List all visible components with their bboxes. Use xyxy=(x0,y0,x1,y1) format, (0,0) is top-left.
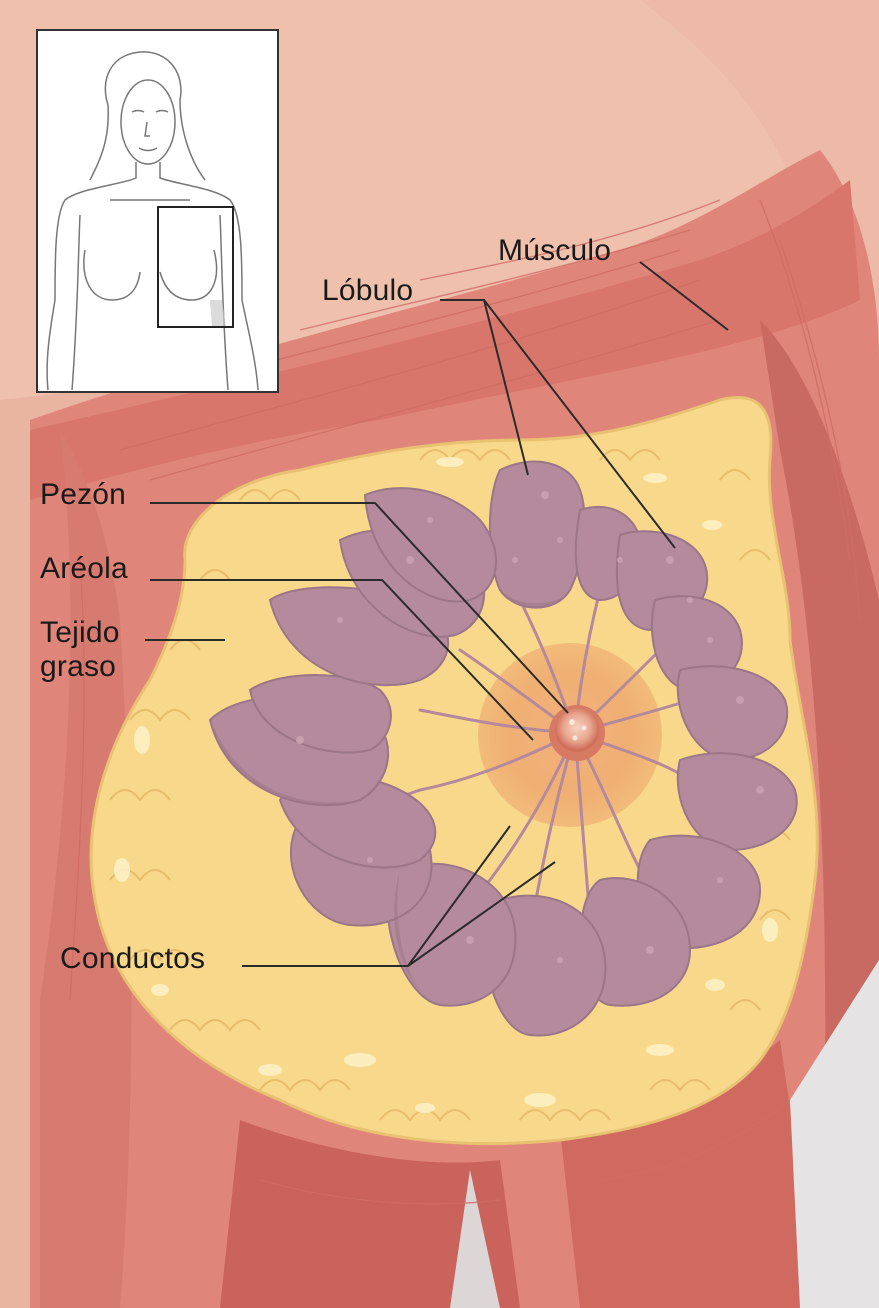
label-conductos: Conductos xyxy=(60,942,205,976)
label-tejido-graso-line1: Tejido xyxy=(40,616,120,650)
label-areola: Aréola xyxy=(40,552,128,586)
label-lobulo: Lóbulo xyxy=(322,274,413,308)
label-tejido-graso-line2: graso xyxy=(40,650,116,684)
label-musculo: Músculo xyxy=(498,234,611,268)
label-pezon: Pezón xyxy=(40,478,126,512)
nipple xyxy=(549,705,605,761)
inset-locator xyxy=(37,30,278,392)
